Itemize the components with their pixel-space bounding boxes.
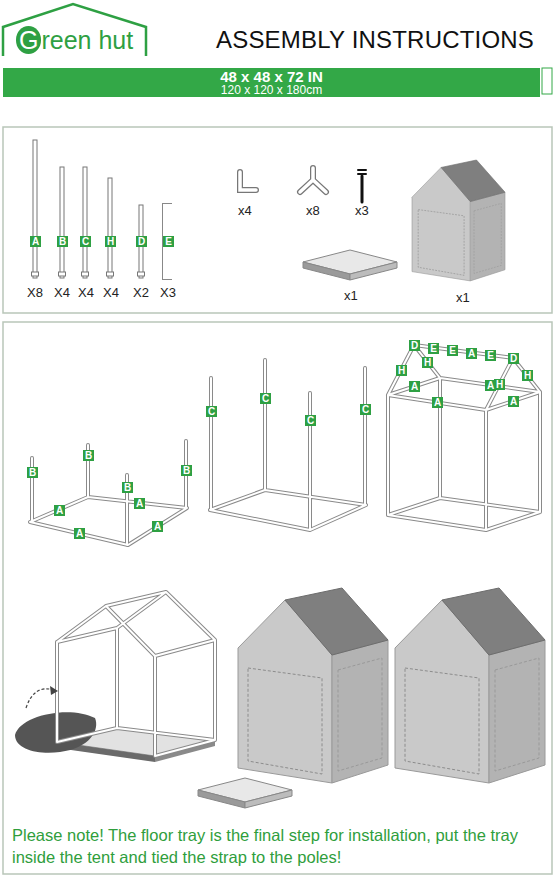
quantity: x1 — [343, 289, 359, 303]
quantity: x1 — [455, 291, 471, 305]
size-band: 48 x 48 x 72 IN120 x 120 x 180cm — [3, 68, 540, 97]
finished-tents — [238, 588, 545, 783]
frame-steps — [210, 360, 366, 530]
part-letter: B — [57, 236, 68, 247]
connector-parts — [358, 170, 366, 174]
part-letter: A — [508, 396, 519, 407]
cover-part — [412, 160, 505, 281]
frame-steps — [388, 345, 540, 530]
quantity: x3 — [354, 204, 370, 218]
connector-parts — [240, 172, 256, 190]
part-letter: A — [485, 380, 496, 391]
tray-insert-step — [50, 686, 58, 695]
tray-insert-step — [57, 592, 215, 756]
pole-parts — [33, 140, 37, 278]
pole-parts — [82, 272, 89, 276]
part-letter: D — [136, 236, 147, 247]
pole-parts — [59, 272, 66, 276]
part-letter: E — [447, 345, 458, 356]
part-letter: C — [206, 406, 217, 417]
frame-steps — [210, 360, 366, 530]
part-letter: A — [432, 397, 443, 408]
install-note: Please note! The floor tray is the final… — [12, 824, 550, 868]
size-band-tab — [542, 68, 552, 94]
size-band-tab — [542, 68, 552, 94]
part-letter: A — [74, 528, 85, 539]
pole-parts — [83, 167, 87, 278]
part-letter: C — [260, 393, 271, 404]
part-letter: C — [80, 236, 91, 247]
part-letter: A — [54, 505, 65, 516]
quantity: X3 — [159, 286, 177, 300]
panel-frames — [3, 322, 552, 874]
part-letter: C — [360, 404, 371, 415]
part-letter: D — [508, 353, 519, 364]
logo-house — [3, 4, 146, 56]
part-letter: A — [134, 498, 145, 509]
part-letter: A — [409, 381, 420, 392]
pole-parts — [107, 272, 114, 276]
pole-parts — [32, 140, 173, 278]
pole-parts — [60, 167, 64, 278]
panel-frames — [3, 127, 552, 313]
logo-house — [3, 4, 146, 56]
pole-parts — [108, 178, 112, 278]
quantity: x4 — [237, 204, 253, 218]
frame-steps — [388, 345, 540, 530]
part-letter: E — [428, 343, 439, 354]
tray-part — [303, 250, 397, 280]
brand-logo: Green hut — [16, 26, 133, 54]
pole-parts — [138, 272, 145, 276]
tray-part — [303, 250, 397, 280]
finished-tents — [395, 588, 545, 783]
part-letter: H — [522, 370, 533, 381]
part-letter: E — [485, 350, 496, 361]
quantity: X2 — [132, 286, 150, 300]
quantity: X4 — [53, 286, 71, 300]
part-letter: A — [152, 521, 163, 532]
panel-frames — [3, 127, 552, 874]
part-letter: D — [409, 340, 420, 351]
part-letter: H — [422, 357, 433, 368]
quantity: X4 — [77, 286, 95, 300]
connector-parts — [300, 168, 326, 192]
part-letter: A — [466, 348, 477, 359]
connector-parts — [240, 172, 256, 190]
quantity: X4 — [102, 286, 120, 300]
quantity: x8 — [305, 204, 321, 218]
finished-tents — [238, 588, 388, 783]
part-letter: B — [27, 467, 38, 478]
quantity: X8 — [26, 286, 44, 300]
cover-part — [412, 160, 505, 281]
size-cm: 120 x 120 x 180cm — [3, 84, 540, 96]
size-inches: 48 x 48 x 72 IN — [3, 68, 540, 84]
connector-parts — [361, 176, 364, 202]
part-letter: B — [181, 465, 192, 476]
part-letter: B — [83, 450, 94, 461]
tray-insert-step — [198, 778, 292, 808]
connector-parts — [300, 168, 326, 192]
page-title: ASSEMBLY INSTRUCTIONS — [216, 26, 534, 54]
tray-insert-step — [57, 592, 215, 756]
connector-parts — [240, 168, 366, 202]
part-letter: A — [30, 236, 41, 247]
part-letter: E — [163, 236, 174, 247]
part-letter: H — [105, 236, 116, 247]
frame-steps — [30, 345, 540, 545]
tray-insert-step — [26, 689, 54, 708]
part-letter: C — [305, 415, 316, 426]
part-letter: B — [122, 482, 133, 493]
part-letter: H — [396, 365, 407, 376]
frame-steps — [30, 441, 187, 545]
pole-parts — [32, 272, 39, 276]
frame-steps — [30, 441, 187, 545]
tray-insert-step — [57, 592, 215, 756]
